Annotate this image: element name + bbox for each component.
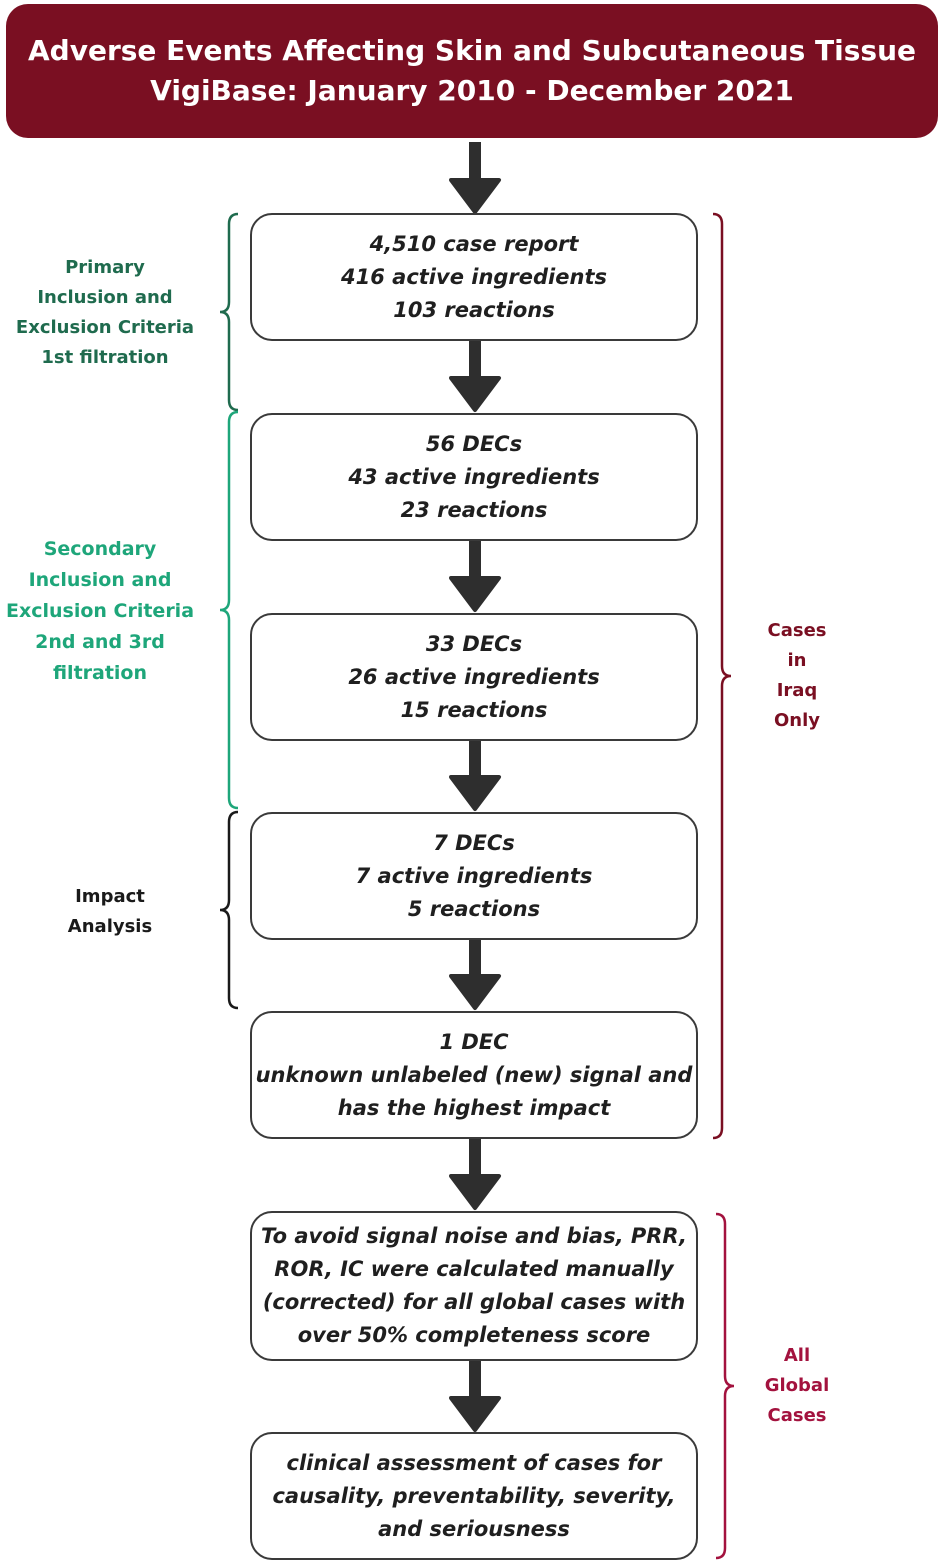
label-line: All: [783, 1345, 811, 1366]
label-line: 2nd and 3rd: [35, 631, 165, 653]
box-line: unknown unlabeled (new) signal and: [255, 1062, 693, 1087]
label-line: Only: [773, 710, 821, 731]
bracket-impact: [219, 810, 239, 1010]
flow-box-33-decs: 33 DECs 26 active ingredients 15 reactio…: [250, 613, 698, 741]
box-line: 7 active ingredients: [355, 863, 593, 888]
label-line: 1st filtration: [41, 347, 169, 368]
box-line: 56 DECs: [425, 431, 523, 456]
box-line: 416 active ingredients: [341, 264, 607, 289]
label-line: Impact: [75, 886, 145, 907]
label-line: Exclusion Criteria: [5, 600, 195, 622]
box-line: 23 reactions: [400, 497, 548, 522]
arrow-down-icon: [449, 142, 501, 214]
label-line: Cases: [767, 1405, 827, 1426]
box-line: 33 DECs: [425, 631, 523, 656]
bracket-global: [715, 1212, 735, 1560]
box-line: and seriousness: [378, 1516, 570, 1541]
label-all-global-cases: All Global Cases: [742, 1341, 852, 1431]
flow-box-signal-calculation: To avoid signal noise and bias, PRR, ROR…: [250, 1211, 698, 1361]
label-line: Exclusion Criteria: [15, 317, 195, 338]
diagram-header: Adverse Events Affecting Skin and Subcut…: [6, 4, 938, 138]
label-line: filtration: [52, 662, 148, 684]
label-line: Secondary: [43, 538, 157, 560]
label-line: Cases: [767, 620, 827, 641]
flow-box-7-decs: 7 DECs 7 active ingredients 5 reactions: [250, 812, 698, 940]
label-line: Inclusion and: [37, 287, 173, 308]
box-line: 26 active ingredients: [348, 664, 600, 689]
box-line: 43 active ingredients: [348, 464, 600, 489]
arrow-down-icon: [449, 1360, 501, 1432]
box-line: 4,510 case report: [369, 231, 579, 256]
arrow-down-icon: [449, 340, 501, 412]
flow-box-56-decs: 56 DECs 43 active ingredients 23 reactio…: [250, 413, 698, 541]
header-subtitle: VigiBase: January 2010 - December 2021: [150, 74, 794, 107]
box-line: (corrected) for all global cases with: [262, 1290, 686, 1314]
bracket-secondary: [219, 410, 239, 810]
box-line: causality, preventability, severity,: [272, 1483, 676, 1508]
label-line: Inclusion and: [28, 569, 172, 591]
box-line: 103 reactions: [393, 297, 555, 322]
label-line: in: [787, 650, 807, 671]
bracket-primary: [219, 212, 239, 412]
box-line: 7 DECs: [433, 830, 515, 855]
label-impact-analysis: Impact Analysis: [30, 882, 190, 942]
arrow-down-icon: [449, 540, 501, 612]
label-line: Analysis: [67, 916, 153, 937]
flow-box-1-dec: 1 DEC unknown unlabeled (new) signal and…: [250, 1011, 698, 1139]
flow-box-case-reports: 4,510 case report 416 active ingredients…: [250, 213, 698, 341]
box-line: over 50% completeness score: [297, 1323, 651, 1347]
arrow-down-icon: [449, 1138, 501, 1210]
label-line: Primary: [65, 257, 145, 278]
header-title: Adverse Events Affecting Skin and Subcut…: [27, 34, 916, 67]
label-cases-in-iraq: Cases in Iraq Only: [742, 616, 852, 736]
box-line: To avoid signal noise and bias, PRR,: [261, 1224, 687, 1248]
box-line: clinical assessment of cases for: [286, 1450, 662, 1475]
box-line: 5 reactions: [407, 896, 541, 921]
label-primary-criteria: Primary Inclusion and Exclusion Criteria…: [0, 253, 210, 373]
box-line: 1 DEC: [439, 1029, 509, 1054]
bracket-iraq: [712, 212, 732, 1140]
flow-box-clinical-assessment: clinical assessment of cases for causali…: [250, 1432, 698, 1560]
label-line: Global: [764, 1375, 830, 1396]
arrow-down-icon: [449, 739, 501, 811]
box-line: 15 reactions: [400, 697, 548, 722]
box-line: has the highest impact: [337, 1095, 611, 1120]
box-line: ROR, IC were calculated manually: [274, 1257, 674, 1281]
label-secondary-criteria: Secondary Inclusion and Exclusion Criter…: [0, 534, 200, 689]
label-line: Iraq: [776, 680, 818, 701]
arrow-down-icon: [449, 938, 501, 1010]
